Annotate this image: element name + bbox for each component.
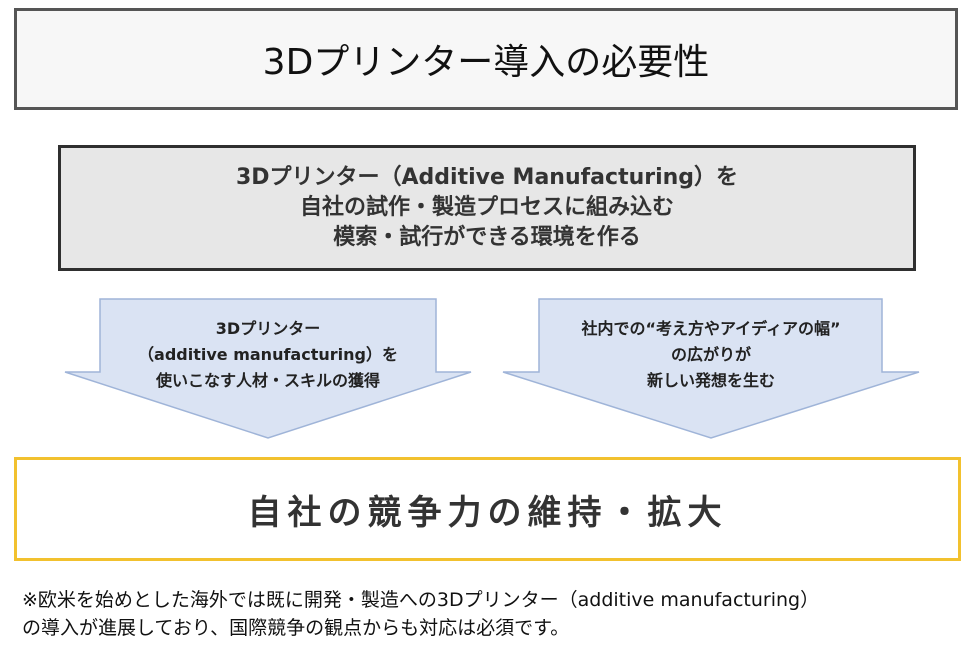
down-arrow-shape-right (502, 298, 920, 439)
page-title: 3Dプリンター導入の必要性 (262, 42, 710, 83)
down-arrow-shape-left (64, 298, 472, 439)
right-arrow-line-2: の広がりが (670, 345, 751, 364)
title-box: 3Dプリンター導入の必要性 (14, 8, 958, 110)
right-arrow-line-3: 新しい発想を生む (646, 371, 775, 390)
right-down-arrow: 社内での“考え方やアイディアの幅” の広がりが 新しい発想を生む (502, 298, 920, 440)
footnote-line-1: ※欧米を始めとした海外では既に開発・製造への3Dプリンター（additive m… (22, 589, 820, 611)
goal-box: 3Dプリンター（Additive Manufacturing）を 自社の試作・製… (58, 145, 916, 271)
right-arrow-line-1: 社内での“考え方やアイディアの幅” (581, 319, 841, 338)
left-arrow-text: 3Dプリンター （additive manufacturing）を 使いこなす人… (64, 316, 472, 394)
left-down-arrow: 3Dプリンター （additive manufacturing）を 使いこなす人… (64, 298, 472, 440)
footnote: ※欧米を始めとした海外では既に開発・製造への3Dプリンター（additive m… (22, 586, 967, 642)
right-arrow-text: 社内での“考え方やアイディアの幅” の広がりが 新しい発想を生む (502, 316, 920, 394)
goal-line-2: 自社の試作・製造プロセスに組み込む (299, 195, 674, 220)
result-box: 自社の競争力の維持・拡大 (14, 457, 961, 561)
footnote-line-2: の導入が進展しており、国際競争の観点からも対応は必須です。 (22, 617, 570, 639)
goal-line-1: 3Dプリンター（Additive Manufacturing）を (235, 165, 739, 190)
left-arrow-line-2: （additive manufacturing）を (138, 345, 398, 364)
left-arrow-line-1: 3Dプリンター (215, 319, 321, 338)
result-text: 自社の競争力の維持・拡大 (247, 492, 728, 533)
goal-line-3: 模索・試行ができる環境を作る (333, 225, 641, 250)
left-arrow-line-3: 使いこなす人材・スキルの獲得 (155, 371, 380, 390)
